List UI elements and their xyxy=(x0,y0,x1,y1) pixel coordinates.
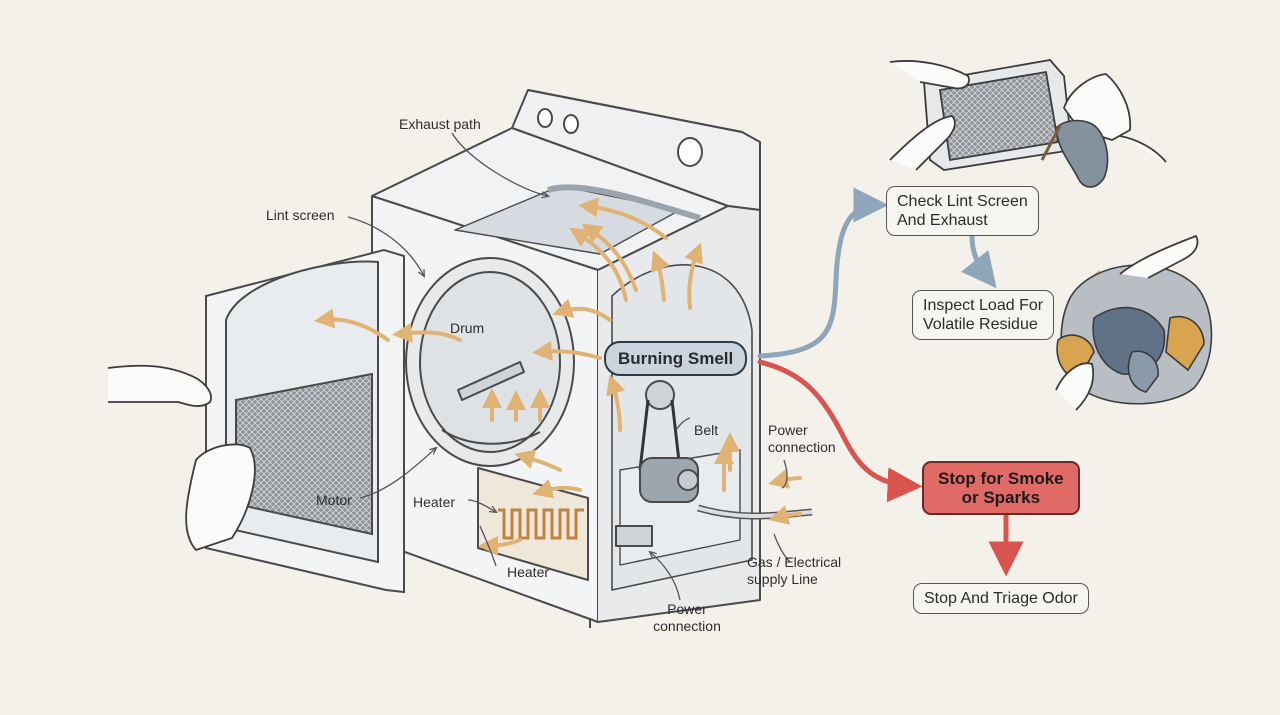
label-exhaust-path: Exhaust path xyxy=(399,116,481,132)
label-gas-supply-line: Gas / Electrical supply Line xyxy=(747,554,841,588)
flow-connectors xyxy=(757,187,1024,577)
leader-lines xyxy=(347,132,791,601)
node-inspect-load-line1: Inspect Load For xyxy=(923,297,1044,314)
label-belt: Belt xyxy=(694,422,719,438)
heater-coil xyxy=(498,508,584,540)
label-motor: Motor xyxy=(316,492,352,508)
hand-icon xyxy=(107,364,256,552)
label-power-connection-top-line1: Power xyxy=(768,422,808,438)
node-check-lint-line1: Check Lint Screen xyxy=(897,193,1028,210)
node-stop-and-triage: Stop And Triage Odor xyxy=(913,583,1089,614)
label-power-connection-top-line2: connection xyxy=(768,439,836,455)
node-stop-for-smoke: Stop for Smoke or Sparks xyxy=(922,461,1080,515)
label-drum: Drum xyxy=(450,320,485,336)
label-heater-inner: Heater xyxy=(413,494,456,510)
hand-icon xyxy=(889,60,1167,171)
node-check-lint-line2: And Exhaust xyxy=(897,212,988,229)
node-check-lint-screen: Check Lint Screen And Exhaust xyxy=(886,186,1039,236)
label-heater-lower: Heater xyxy=(507,564,550,580)
label-lint-screen: Lint screen xyxy=(266,207,335,223)
label-power-connection-bottom-line1: Power xyxy=(667,601,707,617)
cloth-pile-icon xyxy=(1040,119,1109,188)
cloth-pile-icon xyxy=(1056,264,1213,405)
node-stop-smoke-line1: Stop for Smoke xyxy=(938,469,1064,488)
node-inspect-load-line2: Volatile Residue xyxy=(923,316,1038,333)
label-gas-supply-line1: Gas / Electrical xyxy=(747,554,842,570)
label-power-connection-bottom: Power connection xyxy=(644,601,730,635)
node-stop-smoke-line2: or Sparks xyxy=(961,488,1041,507)
airflow-arrows xyxy=(314,117,1116,556)
label-gas-supply-line2: supply Line xyxy=(747,571,818,587)
node-inspect-load: Inspect Load For Volatile Residue xyxy=(912,290,1055,340)
dryer-cabinet xyxy=(371,89,813,628)
dryer-door xyxy=(205,248,405,594)
hand-icon xyxy=(1055,234,1199,411)
node-burning-smell: Burning Smell xyxy=(604,341,748,376)
label-power-connection-top: Power connection xyxy=(768,422,836,456)
label-power-connection-bottom-line2: connection xyxy=(653,618,721,634)
